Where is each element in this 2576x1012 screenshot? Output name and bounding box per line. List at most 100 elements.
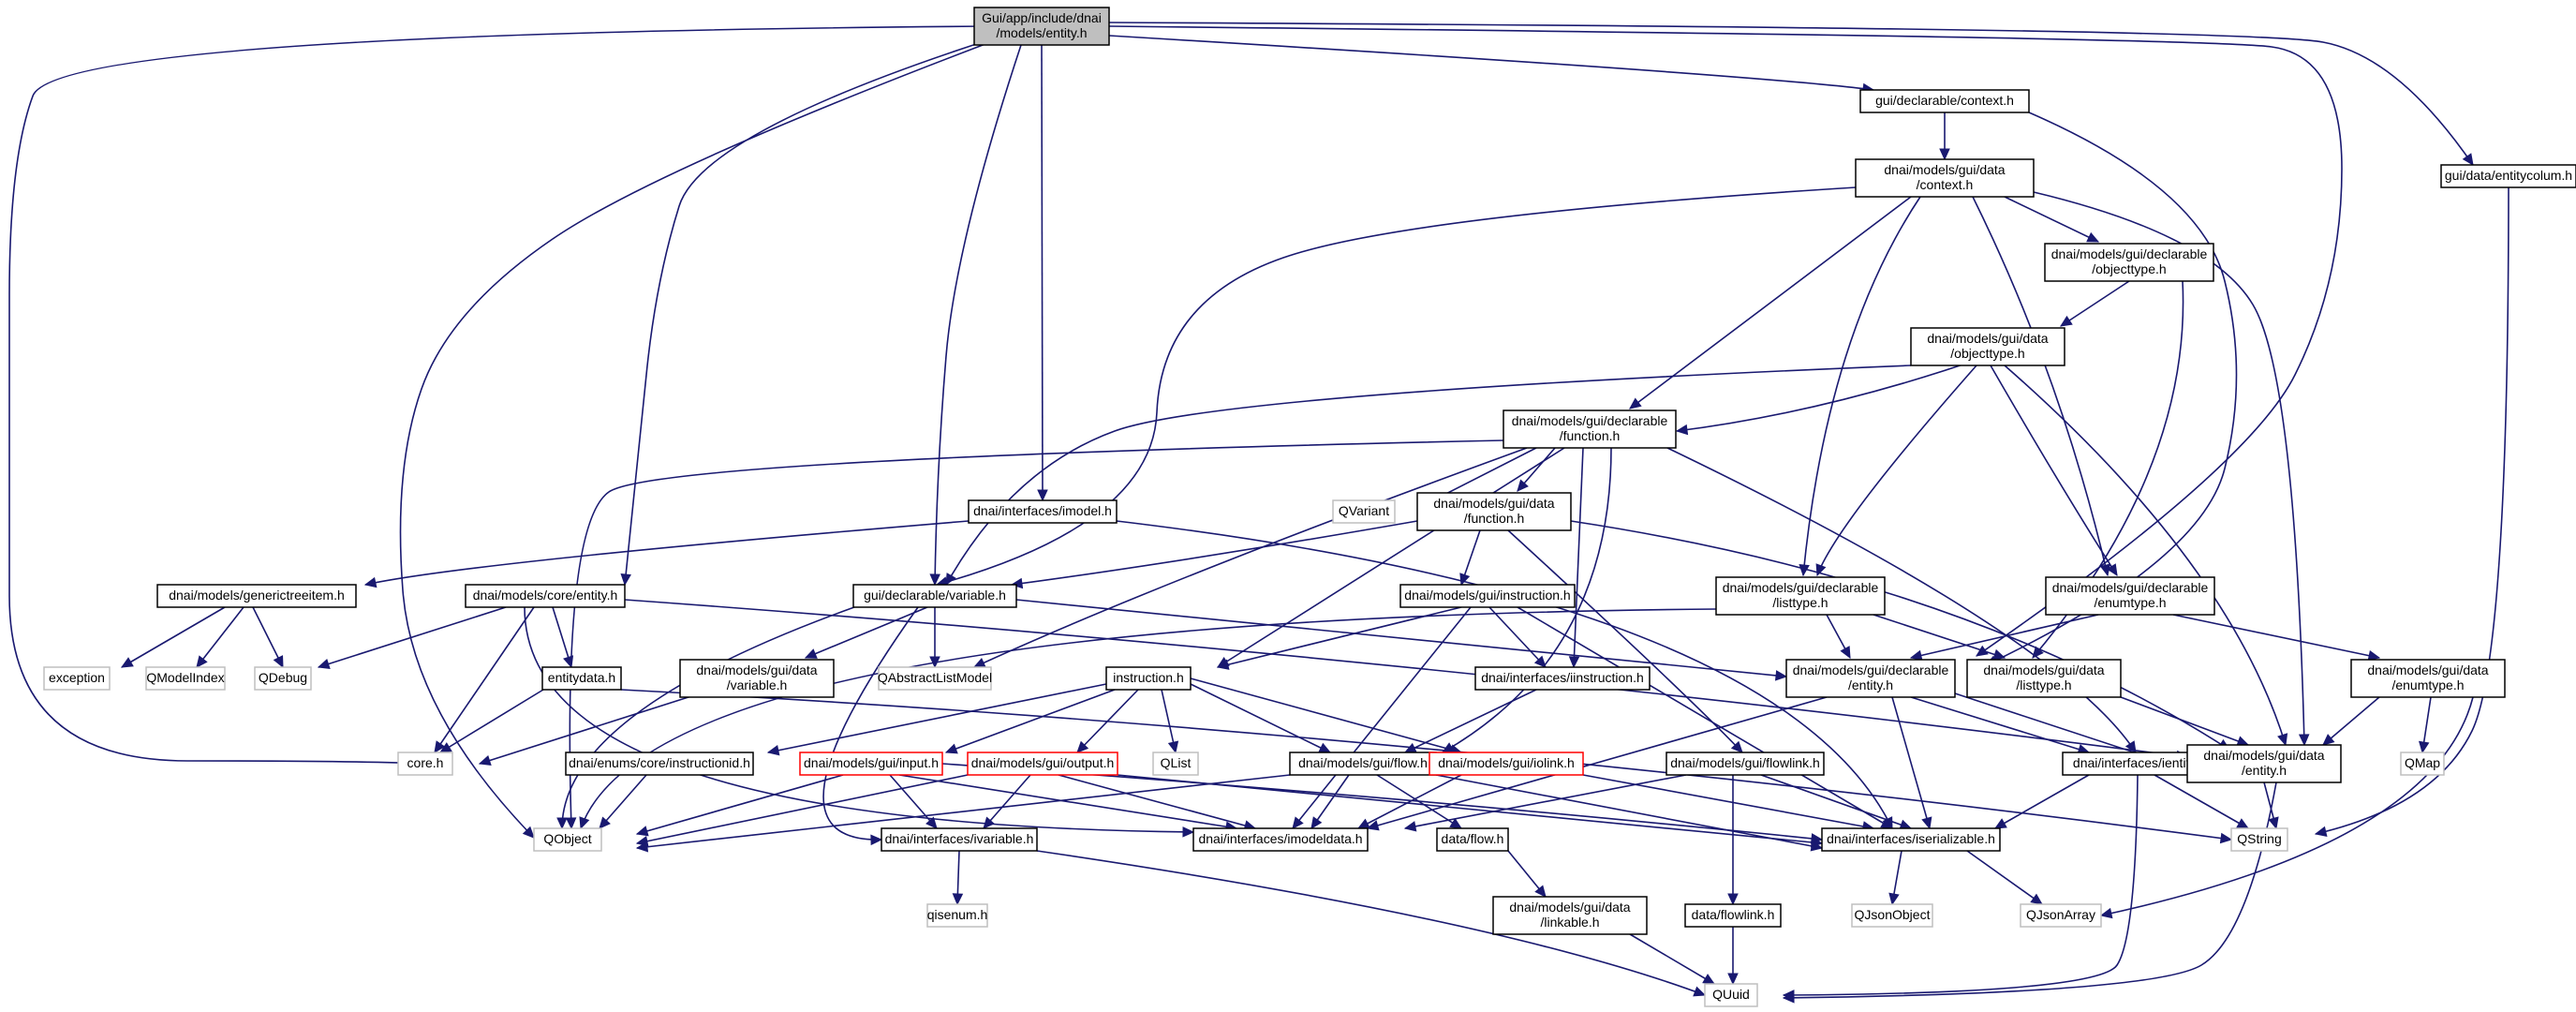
node-context[interactable]: gui/declarable/context.h <box>1859 89 2030 113</box>
edge-line <box>1783 774 2139 996</box>
edge-line <box>1802 196 1921 576</box>
node-dataflow[interactable]: data/flow.h <box>1436 827 1509 852</box>
node-box <box>397 752 453 776</box>
node-label: dnai/models/gui/output.h <box>971 755 1115 770</box>
node-decllisttype[interactable]: dnai/models/gui/declarable/listtype.h <box>1715 576 1886 616</box>
edge-line <box>636 774 844 835</box>
node-instructionid[interactable]: dnai/enums/core/instructionid.h <box>565 752 754 776</box>
arrowhead <box>363 576 378 588</box>
node-variable[interactable]: gui/declarable/variable.h <box>852 584 1017 608</box>
edge-dataobjecttype-to-dataentity <box>2004 365 2288 747</box>
arrowhead <box>1629 397 1642 409</box>
node-dataflowlink[interactable]: data/flowlink.h <box>1684 903 1782 928</box>
edge-iserializable-to-qjsonarray <box>1966 850 2043 905</box>
node-input[interactable]: dnai/models/gui/input.h <box>799 752 943 776</box>
arrowhead <box>2419 740 2430 754</box>
arrowhead <box>1517 479 1529 492</box>
node-box <box>1492 896 1648 935</box>
node-box <box>968 499 1118 524</box>
node-label: Gui/app/include/dnai <box>982 10 1102 25</box>
node-box <box>973 7 1110 46</box>
edge-line <box>252 606 284 668</box>
node-dataenumtype[interactable]: dnai/models/gui/data/enumtype.h <box>2350 659 2506 698</box>
arrowhead <box>1727 893 1739 906</box>
arrowhead <box>1216 659 1230 670</box>
node-label: dnai/models/gui/declarable <box>1793 662 1949 677</box>
node-ivariable[interactable]: dnai/interfaces/ivariable.h <box>881 827 1038 852</box>
node-label: dnai/interfaces/imodeldata.h <box>1198 831 1362 846</box>
edge-line <box>1292 606 1472 829</box>
node-iinstruction[interactable]: dnai/interfaces/iinstruction.h <box>1474 666 1651 691</box>
edge-line <box>1011 520 1418 586</box>
node-flow[interactable]: dnai/models/gui/flow.h <box>1289 752 1437 776</box>
edge-line <box>1116 520 1893 829</box>
edge-line <box>2322 696 2380 746</box>
node-generictreeitem[interactable]: dnai/models/generictreeitem.h <box>156 584 357 608</box>
node-declentity[interactable]: dnai/models/gui/declarable/entity.h <box>1785 659 1956 698</box>
arrowhead <box>317 658 331 669</box>
edge-root-to-context <box>1108 35 1875 95</box>
node-label: dnai/models/gui/data <box>2367 662 2488 677</box>
arrowhead <box>2059 315 2073 327</box>
edge-line <box>8 25 996 765</box>
node-box <box>465 584 626 608</box>
edge-line <box>1873 614 2006 659</box>
arrowhead <box>1403 821 1417 832</box>
node-qstring: QString <box>2230 827 2288 852</box>
edge-context-to-datacontext <box>1939 112 1950 161</box>
node-entitydata[interactable]: entitydata.h <box>541 666 622 691</box>
edge-datacontext-to-decllisttype <box>1799 196 1921 577</box>
node-box <box>1851 903 1933 928</box>
edge-line <box>1190 677 1462 753</box>
node-label: dnai/models/gui/data <box>2203 748 2324 763</box>
node-root[interactable]: Gui/app/include/dnai/models/entity.h <box>973 7 1110 46</box>
node-datalisttype[interactable]: dnai/models/gui/data/listtype.h <box>1966 659 2122 698</box>
node-instruction[interactable]: instruction.h <box>1105 666 1192 691</box>
node-coreentity[interactable]: dnai/models/core/entity.h <box>465 584 626 608</box>
node-box <box>2020 903 2102 928</box>
node-box <box>1666 752 1825 776</box>
node-linkable[interactable]: dnai/models/gui/data/linkable.h <box>1492 896 1648 935</box>
node-label: gui/declarable/variable.h <box>864 588 1006 603</box>
edge-declobjecttype-to-dataobjecttype <box>2059 280 2130 327</box>
node-declfunction[interactable]: dnai/models/gui/declarable/function.h <box>1503 409 1677 449</box>
node-iolink[interactable]: dnai/models/gui/iolink.h <box>1429 752 1584 776</box>
edge-datafunction-to-guiinstruction <box>1459 529 1481 587</box>
node-datafunction[interactable]: dnai/models/gui/data/function.h <box>1416 492 1572 531</box>
node-entitycolum[interactable]: gui/data/entitycolum.h <box>2440 164 2576 188</box>
edge-datacontext-to-dataentity <box>2033 191 2310 747</box>
node-flowlink[interactable]: dnai/models/gui/flowlink.h <box>1666 752 1825 776</box>
edge-line <box>822 606 919 841</box>
edge-declfunction-to-iinstruction <box>1568 447 1584 669</box>
node-label: /entity.h <box>2242 763 2287 778</box>
node-guiinstruction[interactable]: dnai/models/gui/instruction.h <box>1399 584 1576 608</box>
edge-declfunction-to-qobject <box>565 439 1504 830</box>
node-iserializable[interactable]: dnai/interfaces/iserializable.h <box>1821 827 2001 852</box>
arrowhead <box>563 655 574 669</box>
node-imodeldata[interactable]: dnai/interfaces/imodeldata.h <box>1192 827 1369 852</box>
node-output[interactable]: dnai/models/gui/output.h <box>967 752 1118 776</box>
arrowhead <box>2030 893 2043 905</box>
node-datacontext[interactable]: dnai/models/gui/data/context.h <box>1855 158 2035 198</box>
node-label: dnai/interfaces/ientity.h <box>2073 755 2206 770</box>
node-box <box>254 666 312 691</box>
edge-line <box>1910 696 2090 753</box>
node-dataobjecttype[interactable]: dnai/models/gui/data/objecttype.h <box>1910 327 2065 366</box>
node-dataentity[interactable]: dnai/models/gui/data/entity.h <box>2186 744 2342 783</box>
edge-datafunction-to-flowlink <box>1507 529 1743 753</box>
node-box <box>1192 827 1369 852</box>
arrowhead <box>196 655 208 668</box>
node-imodel[interactable]: dnai/interfaces/imodel.h <box>968 499 1118 524</box>
node-declobjecttype[interactable]: dnai/models/gui/declarable/objecttype.h <box>2044 243 2214 282</box>
edge-line <box>1966 850 2043 905</box>
arrowhead <box>1840 646 1851 660</box>
node-declenumtype[interactable]: dnai/models/gui/declarable/enumtype.h <box>2045 576 2215 616</box>
node-quuid: QUuid <box>1704 983 1758 1007</box>
edge-instruction-to-output <box>1076 689 1139 753</box>
node-datavariable[interactable]: dnai/models/gui/data/variable.h <box>679 659 835 698</box>
edge-line <box>1117 774 1823 844</box>
edge-line <box>898 774 1237 829</box>
arrowhead <box>1727 973 1739 986</box>
edge-line <box>1517 606 1893 829</box>
arrowhead <box>579 816 590 830</box>
